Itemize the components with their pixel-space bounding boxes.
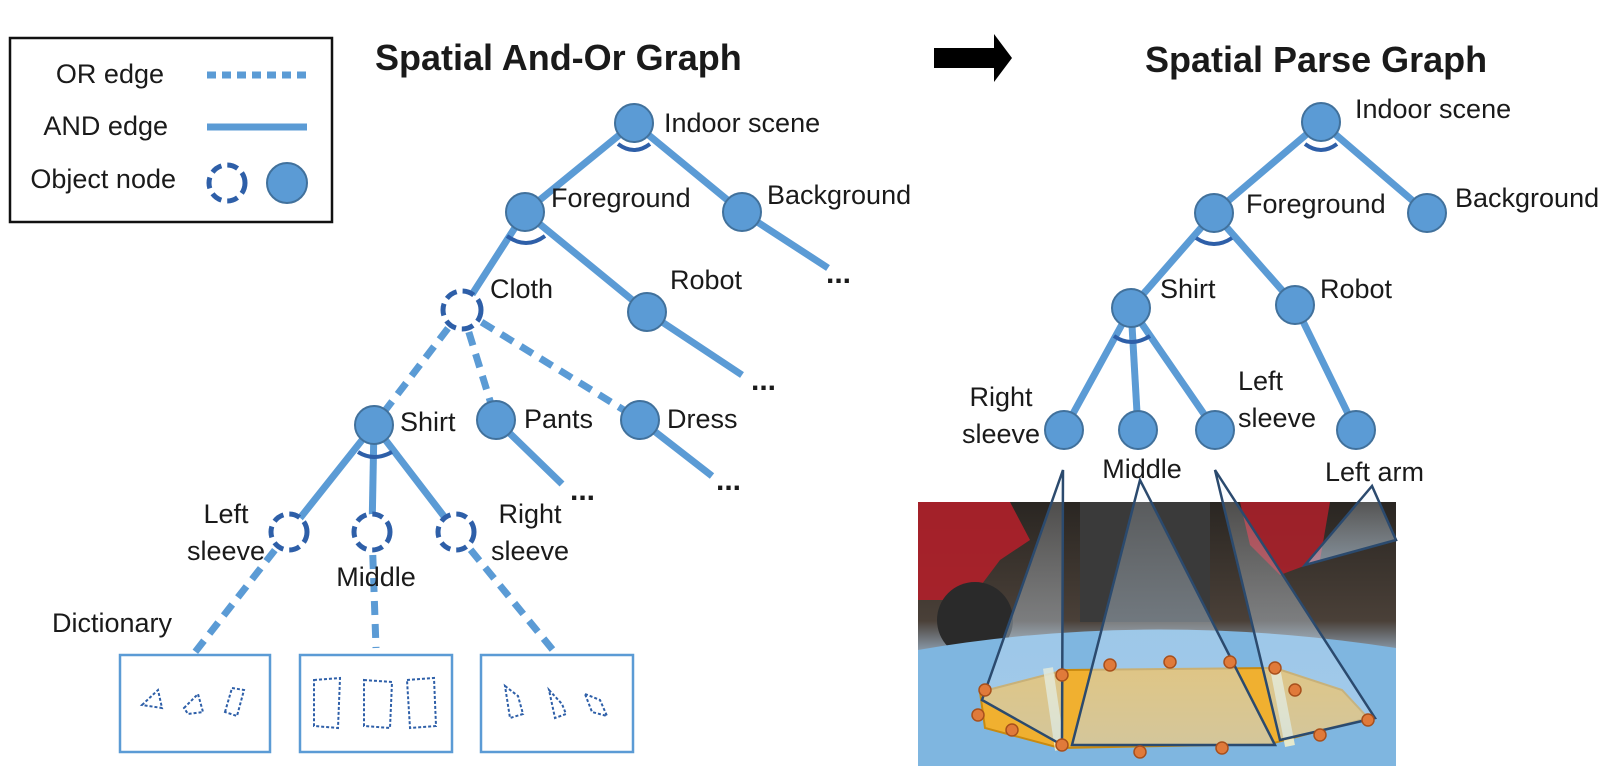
pg-label-left-sleeve-1: Left <box>1238 366 1284 396</box>
pg-label-shirt: Shirt <box>1160 274 1216 304</box>
pg-node-background <box>1407 193 1447 233</box>
aog-node-indoor-scene <box>614 103 654 143</box>
aog-label-right-sleeve-1: Right <box>498 499 562 529</box>
aog-node-dress <box>620 400 660 440</box>
aog-node-pants <box>476 400 516 440</box>
pg-label-foreground: Foreground <box>1246 189 1386 219</box>
pg-node-left-arm <box>1336 410 1376 450</box>
aog-label-dictionary: Dictionary <box>52 608 173 638</box>
aog-label-left-sleeve-1: Left <box>203 499 249 529</box>
aog-node-background <box>722 192 762 232</box>
pg-label-left-sleeve-2: sleeve <box>1238 403 1316 433</box>
pg-nodes <box>1044 102 1447 450</box>
legend-or-node-sample <box>206 162 248 204</box>
pg-label-right-sleeve-2: sleeve <box>962 419 1040 449</box>
aog-labels: Indoor scene Foreground Background Cloth… <box>52 108 911 638</box>
legend-or-edge-label: OR edge <box>56 59 164 89</box>
aog-label-robot: Robot <box>670 265 743 295</box>
pg-node-right-sleeve <box>1044 410 1084 450</box>
pg-edges <box>1060 119 1430 432</box>
aog-node-right-sleeve <box>435 511 477 553</box>
aog-ellipsis-pants: ... <box>570 474 595 507</box>
pg-label-left-arm: Left arm <box>1325 457 1424 487</box>
dictionary-middle <box>298 653 454 754</box>
aog-label-cloth: Cloth <box>490 274 553 304</box>
pg-node-foreground <box>1194 193 1234 233</box>
legend: OR edge AND edge Object node <box>8 36 334 224</box>
legend-object-node-label: Object node <box>30 164 176 194</box>
aog-nodes <box>268 103 762 553</box>
aog-title: Spatial And-Or Graph <box>375 37 742 78</box>
aog-label-indoor-scene: Indoor scene <box>664 108 820 138</box>
aog-ellipsis-background: ... <box>826 257 851 290</box>
legend-and-node-sample <box>266 162 308 204</box>
scene-photo <box>918 469 1398 766</box>
aog-node-middle <box>351 511 393 553</box>
aog-label-dress: Dress <box>667 404 738 434</box>
aog-label-left-sleeve-2: sleeve <box>187 536 265 566</box>
pg-label-middle: Middle <box>1102 454 1182 484</box>
dictionary-left-sleeve <box>118 653 272 754</box>
pg-label-right-sleeve-1: Right <box>969 382 1033 412</box>
aog-node-left-sleeve <box>268 511 310 553</box>
aog-ellipsis-dress: ... <box>716 464 741 497</box>
aog-node-cloth <box>440 288 484 332</box>
pg-node-left-sleeve <box>1195 410 1235 450</box>
dictionary-boxes <box>118 653 635 754</box>
pg-node-robot <box>1275 285 1315 325</box>
aog-label-right-sleeve-2: sleeve <box>491 536 569 566</box>
pg-label-background: Background <box>1455 183 1599 213</box>
legend-and-edge-label: AND edge <box>43 111 168 141</box>
aog-node-foreground <box>505 192 545 232</box>
dictionary-right-sleeve <box>479 653 635 754</box>
pg-label-indoor-scene: Indoor scene <box>1355 94 1511 124</box>
aog-label-pants: Pants <box>524 404 593 434</box>
pg-and-arcs <box>1112 142 1339 344</box>
aog-label-foreground: Foreground <box>551 183 691 213</box>
pg-labels: Indoor scene Foreground Background Shirt… <box>962 94 1599 487</box>
pg-node-middle <box>1118 410 1158 450</box>
pg-node-indoor-scene <box>1301 102 1341 142</box>
pg-node-shirt <box>1111 288 1151 328</box>
aog-label-middle: Middle <box>336 562 416 592</box>
aog-ellipsis-robot: ... <box>751 364 776 397</box>
aog-label-shirt: Shirt <box>400 407 456 437</box>
pg-label-robot: Robot <box>1320 274 1393 304</box>
aog-and-arcs <box>356 142 652 459</box>
parse-graph-title: Spatial Parse Graph <box>1145 39 1487 80</box>
transition-arrow-icon <box>934 34 1012 82</box>
aog-node-robot <box>627 292 667 332</box>
aog-label-background: Background <box>767 180 911 210</box>
aog-node-shirt <box>354 405 394 445</box>
